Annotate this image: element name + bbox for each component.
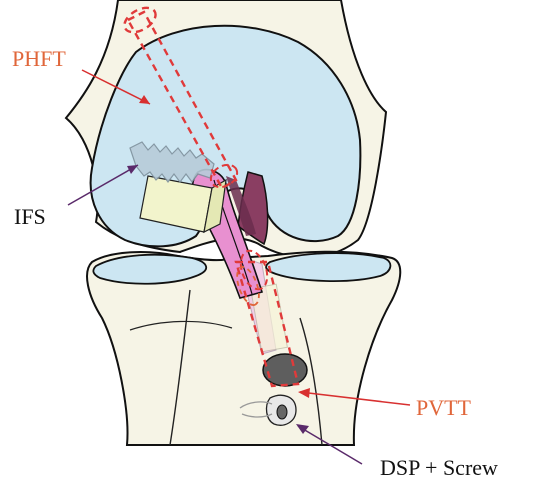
pvtt-label: PVTT — [416, 397, 471, 419]
tibial-implant-oval — [263, 354, 307, 386]
lateral-plateau-cartilage — [266, 253, 390, 281]
ifs-label: IFS — [14, 206, 46, 228]
dsp-screw-label: DSP + Screw — [380, 457, 498, 479]
dsp-screw — [277, 405, 287, 419]
phft-label: PHFT — [12, 48, 66, 70]
